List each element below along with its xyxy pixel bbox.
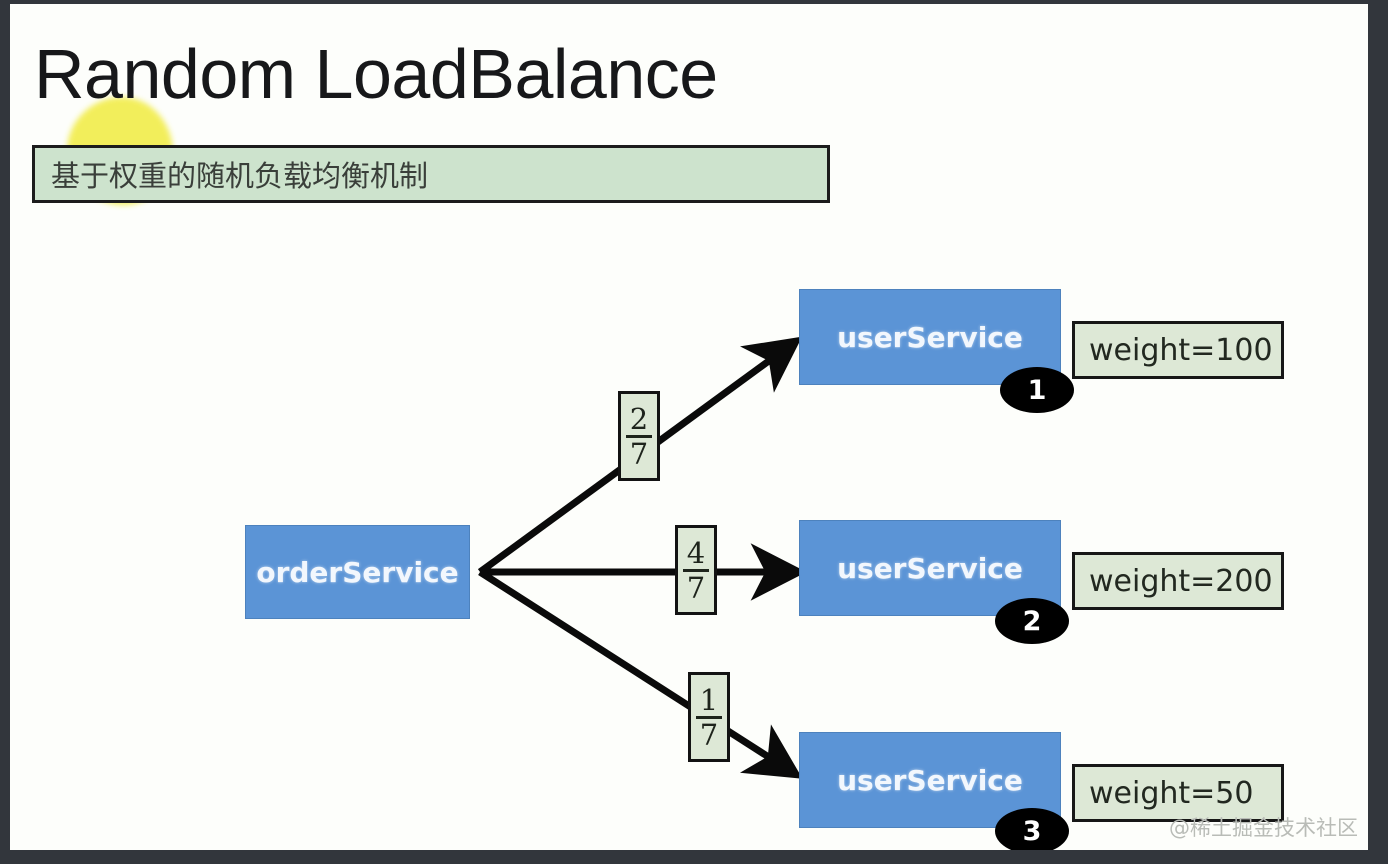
edge-fraction-2-denominator: 7 bbox=[686, 570, 706, 605]
edge-fraction-1-numerator: 2 bbox=[629, 401, 649, 436]
edge-fraction-3-numerator: 1 bbox=[699, 682, 719, 717]
badge-service-3: 3 bbox=[995, 808, 1069, 850]
subtitle-text: 基于权重的随机负载均衡机制 bbox=[51, 159, 429, 193]
node-user-service-1[interactable]: userService bbox=[799, 289, 1061, 385]
weight-callout-2: weight=200 bbox=[1072, 552, 1284, 610]
node-user-service-3[interactable]: userService bbox=[799, 732, 1061, 828]
badge-service-1-label: 1 bbox=[1027, 374, 1047, 406]
node-user-service-1-label: userService bbox=[837, 320, 1023, 354]
edge-fraction-1: 2 7 bbox=[618, 391, 660, 481]
node-user-service-2-label: userService bbox=[837, 551, 1023, 585]
edge-fraction-1-bar bbox=[626, 434, 652, 438]
edge-fraction-3: 1 7 bbox=[688, 672, 730, 762]
watermark: @稀土掘金技术社区 bbox=[1169, 816, 1358, 840]
page-title: Random LoadBalance bbox=[34, 35, 718, 113]
weight-callout-1-label: weight=100 bbox=[1089, 332, 1273, 368]
subtitle-callout: 基于权重的随机负载均衡机制 bbox=[32, 145, 830, 203]
edge-fraction-2: 4 7 bbox=[675, 525, 717, 615]
slide-canvas: Random LoadBalance 基于权重的随机负载均衡机制 bbox=[10, 4, 1368, 850]
badge-service-2-label: 2 bbox=[1022, 605, 1042, 637]
node-order-service-label: orderService bbox=[256, 555, 459, 589]
weight-callout-3: weight=50 bbox=[1072, 764, 1284, 822]
arrow-to-service-3 bbox=[478, 569, 803, 779]
edge-fraction-2-numerator: 4 bbox=[686, 535, 706, 570]
weight-callout-3-label: weight=50 bbox=[1089, 775, 1254, 811]
edge-fraction-3-bar bbox=[696, 715, 722, 719]
weight-callout-2-label: weight=200 bbox=[1089, 563, 1273, 599]
loadbalance-diagram: orderService userService 1 weight=100 us… bbox=[10, 4, 1368, 850]
edge-fraction-2-bar bbox=[683, 568, 709, 572]
badge-service-2: 2 bbox=[995, 598, 1069, 644]
node-user-service-3-label: userService bbox=[837, 763, 1023, 797]
node-order-service[interactable]: orderService bbox=[245, 525, 470, 619]
edge-fraction-1-denominator: 7 bbox=[629, 436, 649, 471]
weight-callout-1: weight=100 bbox=[1072, 321, 1284, 379]
badge-service-1: 1 bbox=[1000, 367, 1074, 413]
badge-service-3-label: 3 bbox=[1022, 815, 1042, 847]
edge-fraction-3-denominator: 7 bbox=[699, 717, 719, 752]
